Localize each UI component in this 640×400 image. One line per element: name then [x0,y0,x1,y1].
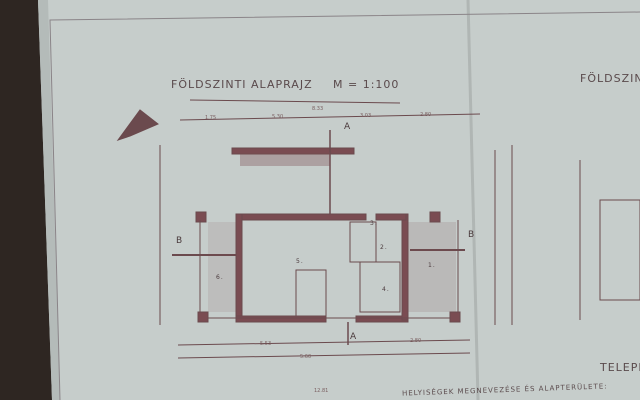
section-a-top: A [344,122,352,132]
plan-walls [116,99,640,359]
fold-line [466,0,480,400]
dim-overall-top: 8.33 [312,106,324,112]
hatching [208,152,456,312]
paper-sheet [38,0,640,400]
right-drawing-title: FÖLDSZINTI [580,72,640,85]
room-number-4: 4. [382,286,390,293]
room-number-5: 5. [296,258,304,265]
dim-left: 1.75 [205,115,217,121]
border-line [49,11,640,400]
section-b-left: B [176,236,184,246]
dim-bottom-3: 2.80 [410,338,422,344]
dim-bottom-2: 5.60 [300,354,312,360]
room-number-3: 3. [370,220,378,227]
dim-top-1: 5.30 [272,114,284,120]
section-a-bottom: A [350,332,358,342]
section-b-right: B [468,230,476,240]
paper-shadow-left [38,0,60,400]
north-arrow [116,109,159,141]
room-number-6: 6. [216,274,224,281]
dim-bottom-1: 5.53 [260,341,272,347]
right-bottom-title: TELEPIT [600,361,640,374]
room-number-1: 1. [428,262,436,269]
dim-top-3: 2.80 [420,112,432,118]
dim-top-2: 3.03 [360,113,372,119]
dim-bottom-overall: 12.81 [314,388,329,394]
room-number-2: 2. [380,244,388,251]
drawing-title: FÖLDSZINTI ALAPRAJZ [171,78,313,91]
drawing-scale: M = 1:100 [333,78,400,91]
